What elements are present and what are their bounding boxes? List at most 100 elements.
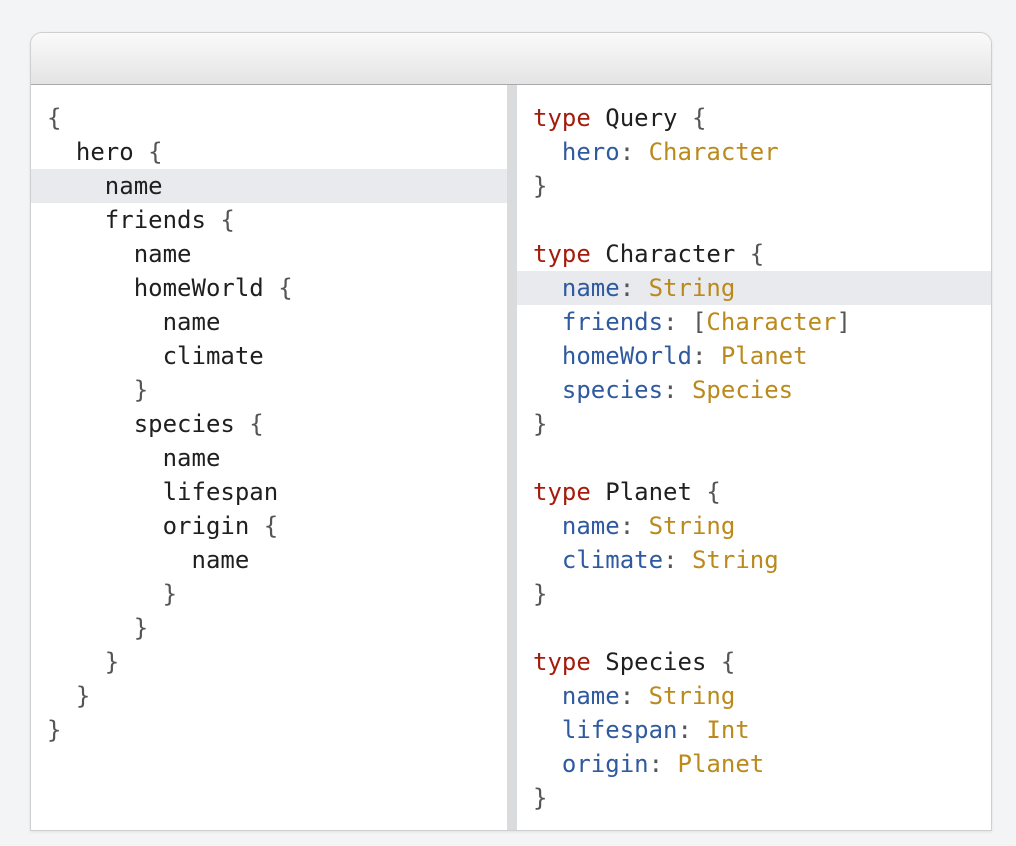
indent (47, 206, 105, 234)
brace: } (133, 614, 149, 642)
query-field-name: hero (75, 138, 134, 166)
query-line[interactable]: } (31, 679, 507, 713)
close-brace-text: } (533, 410, 548, 438)
query-field-name: lifespan (162, 478, 279, 506)
query-line[interactable]: name (31, 543, 507, 577)
close-brace: } (517, 781, 991, 815)
field-separator: : (691, 342, 721, 370)
blank-line (517, 441, 991, 475)
query-line[interactable]: hero { (31, 135, 507, 169)
indent (47, 546, 192, 574)
close-brace: } (517, 407, 991, 441)
query-editor-pane[interactable]: { hero { name friends { name homeWorld {… (31, 85, 507, 830)
brace: } (75, 682, 91, 710)
schema-type-header: type Character { (517, 237, 991, 271)
close-brace: } (517, 577, 991, 611)
brace: { (47, 104, 62, 132)
query-line[interactable]: } (31, 373, 507, 407)
query-line[interactable]: lifespan (31, 475, 507, 509)
schema-field: origin: Planet (517, 747, 991, 781)
query-field-name: species (133, 410, 235, 438)
type-keyword: type (533, 648, 591, 676)
field-name: name (561, 274, 620, 302)
pane-divider[interactable] (507, 85, 517, 830)
field-name: homeWorld (561, 342, 692, 370)
field-type: String (691, 546, 779, 574)
query-field-name: homeWorld (133, 274, 264, 302)
field-name: species (561, 376, 664, 404)
schema-field: lifespan: Int (517, 713, 991, 747)
query-line[interactable]: name (31, 237, 507, 271)
query-line[interactable]: } (31, 611, 507, 645)
field-type: Character (648, 138, 779, 166)
field-name: name (561, 682, 620, 710)
brace: { (205, 206, 235, 234)
schema-field: hero: Character (517, 135, 991, 169)
indent (47, 614, 134, 642)
list-open: [ (691, 308, 707, 336)
query-line[interactable]: origin { (31, 509, 507, 543)
query-editor[interactable]: { hero { name friends { name homeWorld {… (31, 101, 507, 747)
indent (47, 274, 134, 302)
query-line[interactable]: name (31, 441, 507, 475)
field-separator: : (677, 716, 707, 744)
query-field-name: name (191, 546, 250, 574)
query-line[interactable]: } (31, 577, 507, 611)
query-line[interactable]: name (31, 305, 507, 339)
type-keyword: type (533, 240, 591, 268)
field-name: climate (561, 546, 664, 574)
type-name: Query (605, 104, 678, 132)
query-field-name: name (133, 240, 192, 268)
query-line[interactable]: friends { (31, 203, 507, 237)
query-line[interactable]: climate (31, 339, 507, 373)
field-separator: : (619, 274, 649, 302)
query-field-name: origin (162, 512, 250, 540)
schema-field: homeWorld: Planet (517, 339, 991, 373)
field-type: Planet (677, 750, 765, 778)
type-keyword: type (533, 478, 591, 506)
query-line[interactable]: } (31, 645, 507, 679)
field-type: String (648, 682, 736, 710)
field-name: lifespan (561, 716, 678, 744)
brace: } (133, 376, 149, 404)
close-brace: } (517, 169, 991, 203)
type-name: Species (605, 648, 707, 676)
query-line[interactable]: species { (31, 407, 507, 441)
indent (47, 682, 76, 710)
close-brace-text: } (533, 784, 548, 812)
field-type: String (648, 274, 736, 302)
brace: { (234, 410, 264, 438)
type-name: Planet (605, 478, 692, 506)
field-type: Int (706, 716, 750, 744)
schema-field: species: Species (517, 373, 991, 407)
query-field-name: name (162, 308, 221, 336)
field-type: Species (691, 376, 794, 404)
close-brace-text: } (533, 580, 548, 608)
open-brace: { (691, 478, 721, 506)
query-line[interactable]: } (31, 713, 507, 747)
field-type: String (648, 512, 736, 540)
open-brace: { (735, 240, 765, 268)
schema-field: climate: String (517, 543, 991, 577)
field-separator: : (619, 682, 649, 710)
indent (47, 648, 105, 676)
query-line[interactable]: homeWorld { (31, 271, 507, 305)
indent (47, 138, 76, 166)
field-separator: : (663, 546, 692, 574)
indent (47, 342, 163, 370)
field-name: origin (561, 750, 649, 778)
schema-viewer: type Query { hero: Character} type Charac… (517, 101, 991, 815)
indent (47, 376, 134, 404)
schema-field: friends: [Character] (517, 305, 991, 339)
schema-type-header: type Query { (517, 101, 991, 135)
list-close: ] (836, 308, 851, 336)
query-field-name: name (104, 172, 163, 200)
query-field-name: name (162, 444, 221, 472)
blank-line (517, 611, 991, 645)
query-field-name: climate (162, 342, 264, 370)
query-line[interactable]: { (31, 101, 507, 135)
brace: } (47, 716, 62, 744)
query-line-highlighted[interactable]: name (31, 169, 507, 203)
field-separator: : (648, 750, 678, 778)
window: { hero { name friends { name homeWorld {… (30, 32, 992, 831)
